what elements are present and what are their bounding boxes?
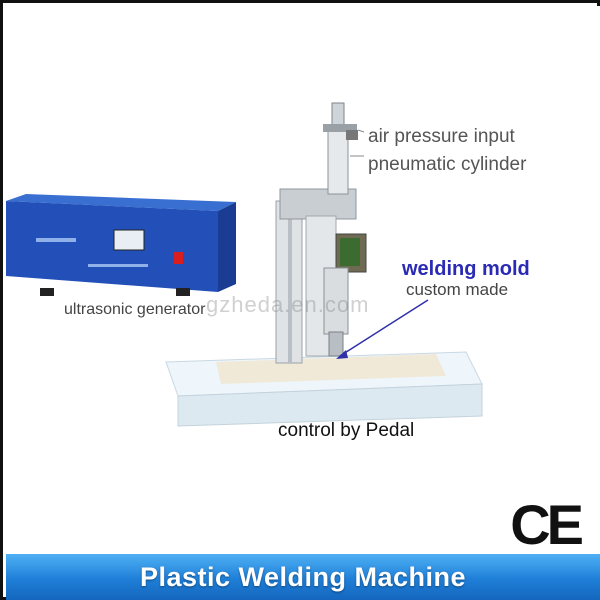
pneumatic-cylinder-label: pneumatic cylinder [368,154,527,175]
custom-made-label: custom made [406,280,509,299]
product-photo: air pressure input pneumatic cylinder we… [6,6,600,556]
ce-mark-icon: CE [510,493,584,556]
ultrasonic-generator-label: ultrasonic generator [64,301,206,318]
pneumatic-cylinder [323,102,358,195]
ultrasonic-generator [6,194,236,296]
machine-column [275,188,367,364]
welding-head [323,267,349,357]
watermark: gzheda.en.com [206,292,370,317]
air-pointer-line [357,129,365,133]
machine-illustration [6,102,483,427]
title-banner: Plastic Welding Machine [6,554,600,600]
air-pressure-label: air pressure input [368,126,515,147]
base-platform [165,351,483,427]
mold-pointer-line [339,299,429,357]
banner-title: Plastic Welding Machine [139,561,467,592]
mold-pointer-arrow [336,350,348,359]
pedal-control-label: control by Pedal [278,420,415,441]
welding-mold-label: welding mold [402,258,530,280]
